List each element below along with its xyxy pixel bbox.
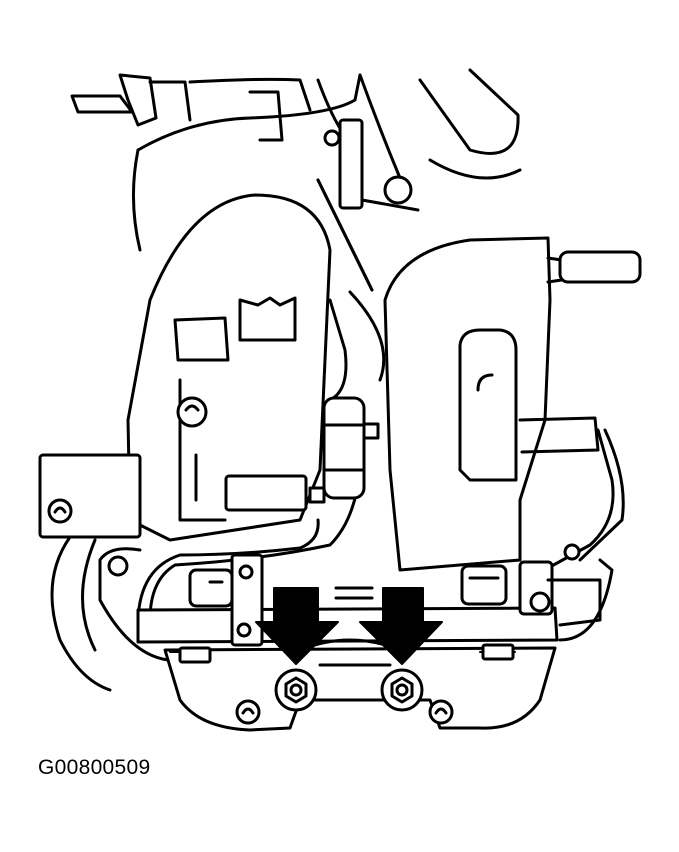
right-runner-housing	[383, 236, 642, 572]
left-runner-housing	[126, 193, 332, 542]
upper-engine-body	[70, 68, 522, 252]
left-lower-bolt	[274, 668, 318, 712]
figure-code: G00800509	[38, 756, 151, 779]
right-lower-bolt	[380, 668, 424, 712]
left-arrow	[255, 587, 339, 665]
fuel-filter	[308, 396, 380, 504]
left-side-bracket	[38, 453, 142, 692]
engine-diagram	[38, 68, 642, 732]
throttle-bracket	[323, 118, 420, 212]
right-arrow	[359, 587, 443, 665]
manifold-flange	[98, 543, 614, 732]
